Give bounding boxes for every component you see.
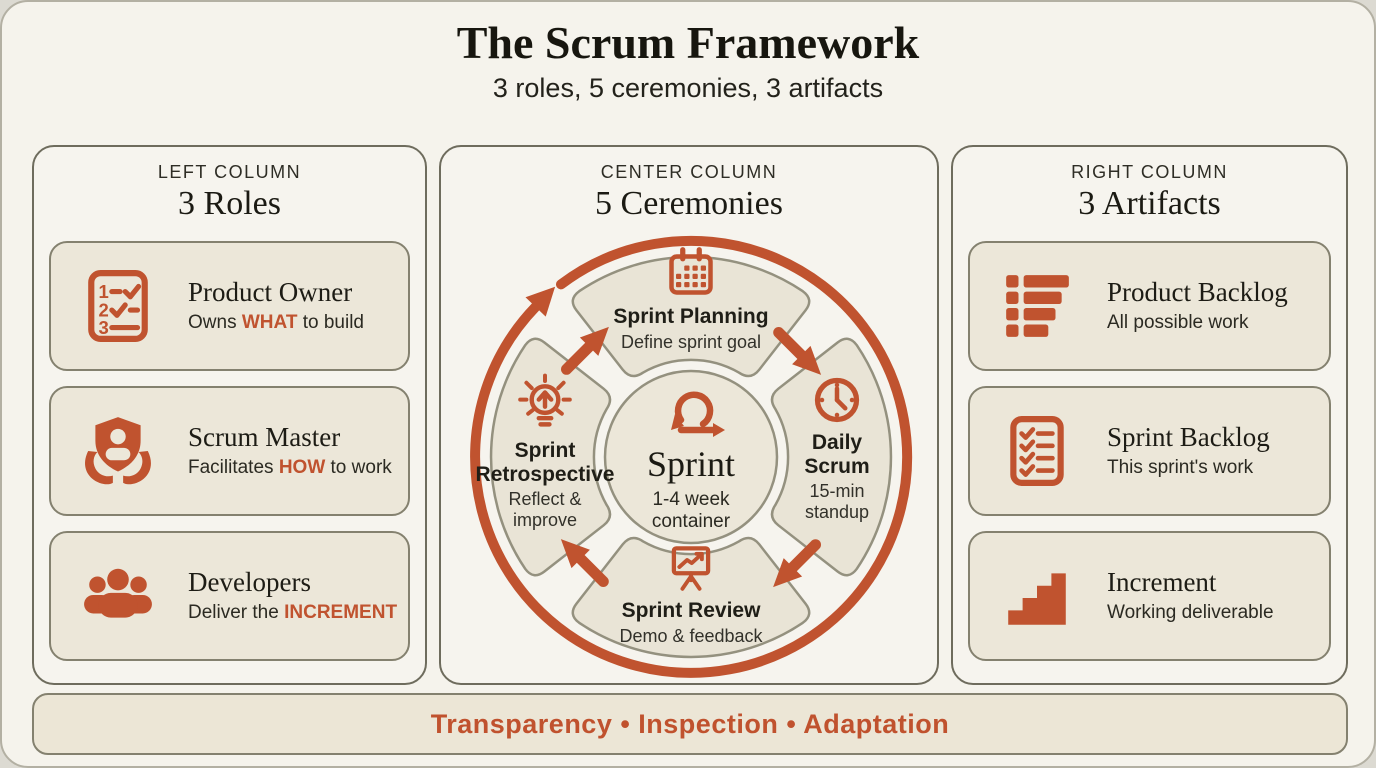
sprint-title: Sprint <box>646 444 735 484</box>
desc-text: to work <box>325 457 392 479</box>
artifact-title: Sprint Backlog <box>1107 421 1270 452</box>
roles-cards: 1 2 3 Product Owner Owns WHAT to build <box>49 241 410 661</box>
pillars-text: Transparency • Inspection • Adaptation <box>430 708 950 739</box>
card-text: Product Backlog All possible work <box>1107 276 1288 335</box>
artifacts-heading: 3 Artifacts <box>1078 185 1221 222</box>
artifact-title: Increment <box>1107 566 1217 597</box>
card-text: Developers Deliver the INCREMENT <box>188 566 397 625</box>
header: The Scrum Framework 3 roles, 5 ceremonie… <box>2 17 1374 104</box>
artifacts-cards: Product Backlog All possible work Sprint… <box>968 241 1331 661</box>
sprint-backlog-card: Sprint Backlog This sprint's work <box>968 386 1331 516</box>
svg-text:3: 3 <box>98 317 108 338</box>
team-icon <box>84 568 152 618</box>
card-text: Product Owner Owns WHAT to build <box>188 276 364 335</box>
segment-bottom <box>571 536 811 659</box>
cycle-arrow-icon <box>561 326 609 375</box>
shield-hands-icon <box>85 417 151 485</box>
developers-card: Developers Deliver the INCREMENT <box>49 531 410 661</box>
product-backlog-card: Product Backlog All possible work <box>968 241 1331 371</box>
ceremony-daily-scrum: Daily Scrum 15-min standup <box>757 373 917 522</box>
sprint-cycle-diagram: Sprint Planning Define sprint goal Daily… <box>456 227 926 687</box>
product-owner-card: 1 2 3 Product Owner Owns WHAT to build <box>49 241 410 371</box>
center-column-kicker: CENTER COLUMN <box>600 162 778 182</box>
ceremony-sprint-review: Sprint Review Demo & feedback <box>571 539 811 646</box>
ceremonies-heading: 5 Ceremonies <box>595 185 783 222</box>
svg-text:1: 1 <box>98 281 108 302</box>
scrum-master-card: Scrum Master Facilitates HOW to work <box>49 386 410 516</box>
svg-text:2: 2 <box>98 299 108 320</box>
cycle-arrow-icon <box>560 539 609 587</box>
ceremony-desc: Demo & feedback <box>619 625 763 646</box>
role-desc: Deliver the INCREMENT <box>188 602 397 624</box>
ceremony-desc: 15-min standup <box>804 481 870 522</box>
page-title: The Scrum Framework <box>456 17 920 68</box>
center-circle <box>603 369 779 545</box>
left-column-kicker: LEFT COLUMN <box>157 162 302 182</box>
increment-card: Increment Working deliverable <box>968 531 1331 661</box>
calendar-icon <box>669 247 713 295</box>
cycle-ring-graphic <box>470 235 913 678</box>
ceremony-title: Daily Scrum <box>804 431 870 478</box>
role-title: Product Owner <box>188 276 353 307</box>
right-column-kicker: RIGHT COLUMN <box>1071 162 1228 182</box>
checklist-clipboard-icon <box>1010 416 1064 486</box>
artifact-desc: This sprint's work <box>1107 457 1254 479</box>
card-text: Scrum Master Facilitates HOW to work <box>188 421 392 480</box>
card-text: Sprint Backlog This sprint's work <box>1107 421 1270 480</box>
segment-right <box>770 337 893 577</box>
role-title: Developers <box>188 566 311 597</box>
ceremony-desc: Define sprint goal <box>620 331 762 352</box>
desc-text: Deliver the <box>188 602 285 624</box>
sprint-loop-icon <box>671 391 725 437</box>
ceremony-title: Sprint Review <box>621 599 761 622</box>
lightbulb-icon <box>518 373 572 427</box>
numbered-list-icon: 1 2 3 <box>88 270 148 342</box>
artifact-desc: All possible work <box>1107 312 1249 334</box>
pillars-footer: Transparency • Inspection • Adaptation <box>32 693 1348 755</box>
roles-heading: 3 Roles <box>178 185 281 222</box>
clock-icon <box>814 377 860 423</box>
artifact-desc: Working deliverable <box>1107 602 1274 624</box>
sprint-desc: 1-4 week container <box>651 489 731 532</box>
role-desc: Facilitates HOW to work <box>188 457 392 479</box>
desc-text: to build <box>297 312 364 334</box>
ceremony-sprint-retrospective: Sprint Retrospective Reflect & improve <box>465 373 625 530</box>
card-text: Increment Working deliverable <box>1107 566 1274 625</box>
artifacts-panel: RIGHT COLUMN 3 Artifacts Product Backlog… <box>951 145 1348 685</box>
role-title: Scrum Master <box>188 421 341 452</box>
ring-arrowhead-icon <box>525 286 556 317</box>
ceremony-title: Sprint Planning <box>613 305 769 328</box>
page-subtitle: 3 roles, 5 ceremonies, 3 artifacts <box>492 72 884 103</box>
backlog-bars-icon <box>1006 275 1069 337</box>
desc-text: Facilitates <box>188 457 279 479</box>
desc-keyword: WHAT <box>241 312 298 334</box>
cycle-arrow-icon <box>773 539 821 588</box>
cycle-arrow-icon <box>773 327 822 375</box>
artifact-title: Product Backlog <box>1107 276 1288 307</box>
desc-keyword: INCREMENT <box>284 602 398 624</box>
roles-panel: LEFT COLUMN 3 Roles 1 2 3 Product Owner <box>32 145 427 685</box>
role-desc: Owns WHAT to build <box>188 312 364 334</box>
sprint-container: Sprint 1-4 week container <box>616 383 766 533</box>
segment-top <box>571 255 811 378</box>
ceremony-title: Sprint Retrospective <box>475 439 615 486</box>
ceremony-desc: Reflect & improve <box>508 489 582 530</box>
ceremonies-panel: CENTER COLUMN 5 Ceremonies <box>439 145 939 685</box>
desc-text: Owns <box>188 312 242 334</box>
ceremony-sprint-planning: Sprint Planning Define sprint goal <box>571 245 811 352</box>
stairs-icon <box>1008 573 1066 625</box>
desc-keyword: HOW <box>278 457 326 479</box>
cycle-ring <box>470 235 913 678</box>
presentation-board-icon <box>671 546 711 591</box>
